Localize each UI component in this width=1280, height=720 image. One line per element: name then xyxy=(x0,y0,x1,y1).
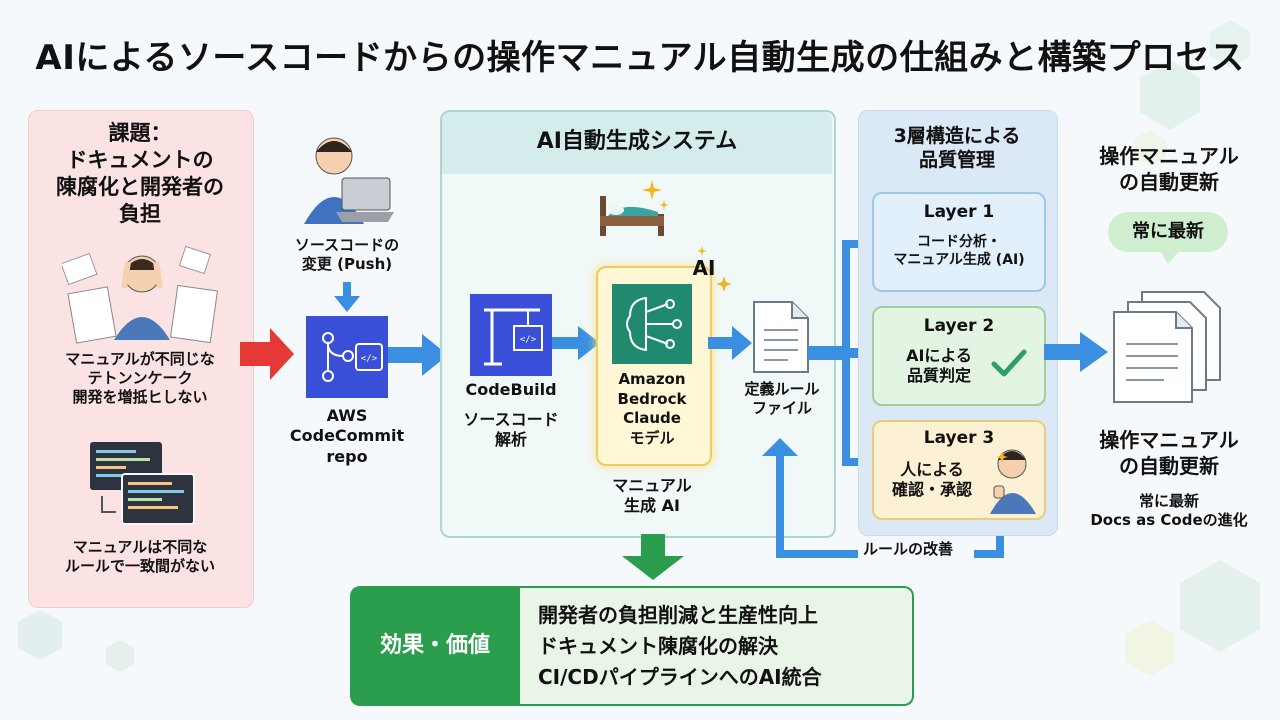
rule-file-icon xyxy=(753,301,809,373)
codebuild-label: CodeBuild xyxy=(465,380,557,399)
ai-system-header xyxy=(442,112,832,174)
codebuild-description: ソースコード 解析 xyxy=(463,410,559,450)
approver-person-icon xyxy=(990,449,1036,514)
arrow-to-bedrock xyxy=(552,326,600,360)
codebuild-icon: </> xyxy=(470,294,552,376)
output-subtitle: 常に最新 Docs as Codeの進化 xyxy=(1090,492,1248,530)
layer-1-title: Layer 1 xyxy=(923,202,995,222)
bedrock-label: Amazon Bedrock Claude モデル xyxy=(617,370,687,447)
layer-1-description: コード分析・ マニュアル生成 (AI) xyxy=(893,234,1025,268)
output-title-top: 操作マニュアル の自動更新 xyxy=(1099,144,1239,194)
arrow-to-codebuild xyxy=(388,334,448,376)
ai-system-title: AI自動生成システム xyxy=(536,129,738,154)
arrow-to-rule-file xyxy=(708,326,752,360)
layer-2-title: Layer 2 xyxy=(923,316,995,336)
developer-laptop-illustration xyxy=(304,137,394,224)
effects-list-box xyxy=(520,586,914,706)
effects-label-box xyxy=(350,586,520,706)
arrow-to-output xyxy=(1044,332,1108,372)
effect-item: 開発者の負担削減と生産性向上 xyxy=(538,603,818,627)
svg-text:</>: </> xyxy=(520,335,537,345)
manual-documents-icon xyxy=(1113,291,1221,403)
svg-text:</>: </> xyxy=(361,354,378,364)
always-latest-label: 常に最新 xyxy=(1132,221,1204,242)
rule-improvement-label: ルールの改善 xyxy=(862,540,953,558)
effect-item: CI/CDパイプラインへのAI統合 xyxy=(538,665,822,689)
problem-issue-2: マニュアルは不同な ルールで一致間がない xyxy=(64,538,215,576)
push-label: ソースコードの 変更 (Push) xyxy=(294,236,400,274)
code-screens-icon xyxy=(90,442,195,525)
always-latest-bubble xyxy=(1108,212,1228,252)
bedrock-icon xyxy=(612,284,692,364)
quality-management-title: 3層構造による 品質管理 xyxy=(893,125,1021,172)
stressed-developer-illustration xyxy=(62,245,218,344)
check-icon xyxy=(991,349,1027,377)
effects-list: 開発者の負担削減と生産性向上 ドキュメント陳腐化の解決 CI/CDパイプラインへ… xyxy=(538,600,918,693)
layer-3-title: Layer 3 xyxy=(923,428,995,448)
output-title-bottom: 操作マニュアル の自動更新 xyxy=(1099,428,1239,478)
codecommit-icon: </> xyxy=(306,316,388,398)
manual-generation-ai-label: マニュアル 生成 AI xyxy=(612,476,692,516)
effects-label: 効果・価値 xyxy=(379,633,490,658)
rule-improvement-loop-arrow xyxy=(762,438,1004,558)
page-title: AIによるソースコードからの操作マニュアル自動生成の仕組みと構築プロセス xyxy=(35,38,1245,78)
arrow-to-effects xyxy=(622,534,684,580)
ai-badge: AI xyxy=(692,256,716,280)
bubble-tail xyxy=(1160,250,1180,264)
problem-issue-1: マニュアルが不同じな テトンンケーク 開発を増抵ヒしない xyxy=(65,350,215,407)
ai-sparkle-icon xyxy=(697,246,732,292)
red-arrow xyxy=(240,328,294,380)
layer-1-card xyxy=(872,192,1046,292)
bed-sparkle-icon xyxy=(600,180,669,236)
problem-heading: 課題： ドキュメントの 陳腐化と開発者の 負担 xyxy=(56,121,224,226)
layer-2-description: AIによる 品質判定 xyxy=(906,346,972,386)
codecommit-label: AWS CodeCommit repo xyxy=(289,406,405,466)
push-down-arrow xyxy=(334,282,360,312)
effect-item: ドキュメント陳腐化の解決 xyxy=(538,634,778,658)
rule-file-label: 定義ルール ファイル xyxy=(744,380,820,418)
layer-3-description: 人による 確認・承認 xyxy=(891,460,972,500)
